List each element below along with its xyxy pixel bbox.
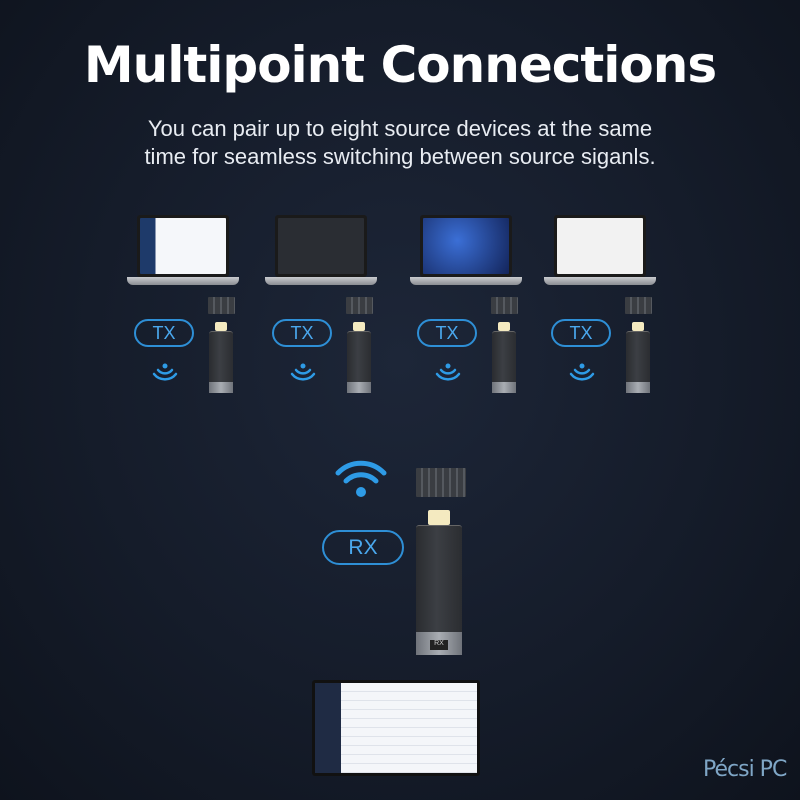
subtitle-line-2: time for seamless switching between sour… — [144, 144, 656, 169]
tx-dongle — [209, 331, 233, 393]
subtitle-line-1: You can pair up to eight source devices … — [147, 116, 653, 141]
rx-label: RX — [322, 530, 404, 565]
tx-dongle — [347, 331, 371, 393]
wifi-icon — [435, 363, 461, 381]
subtitle: You can pair up to eight source devices … — [0, 115, 800, 171]
hdmi-connector — [632, 322, 644, 331]
wifi-icon — [569, 363, 595, 381]
wifi-icon — [335, 460, 387, 497]
source-laptop — [127, 215, 239, 291]
source-laptop — [410, 215, 522, 291]
tx-label: TX — [551, 319, 611, 347]
tx-label: TX — [272, 319, 332, 347]
page-title: Multipoint Connections — [83, 36, 717, 94]
dongle-cap — [416, 468, 466, 497]
monitor-screen — [315, 683, 477, 773]
hdmi-connector — [428, 510, 450, 525]
tx-label: TX — [134, 319, 194, 347]
wifi-icon — [152, 363, 178, 381]
source-laptop — [265, 215, 377, 291]
wifi-icon — [290, 363, 316, 381]
hdmi-connector — [498, 322, 510, 331]
watermark-logo: Pécsi PC — [703, 757, 787, 782]
hdmi-connector — [353, 322, 365, 331]
source-laptop — [544, 215, 656, 291]
dongle-cap — [346, 297, 373, 314]
dongle-cap — [208, 297, 235, 314]
tx-dongle — [626, 331, 650, 393]
dongle-cap — [491, 297, 518, 314]
hdmi-connector — [215, 322, 227, 331]
tx-label: TX — [417, 319, 477, 347]
tx-dongle — [492, 331, 516, 393]
rx-dongle: RX — [416, 525, 462, 655]
dongle-cap — [625, 297, 652, 314]
monitor — [312, 680, 480, 776]
dongle-label: RX — [429, 639, 449, 650]
